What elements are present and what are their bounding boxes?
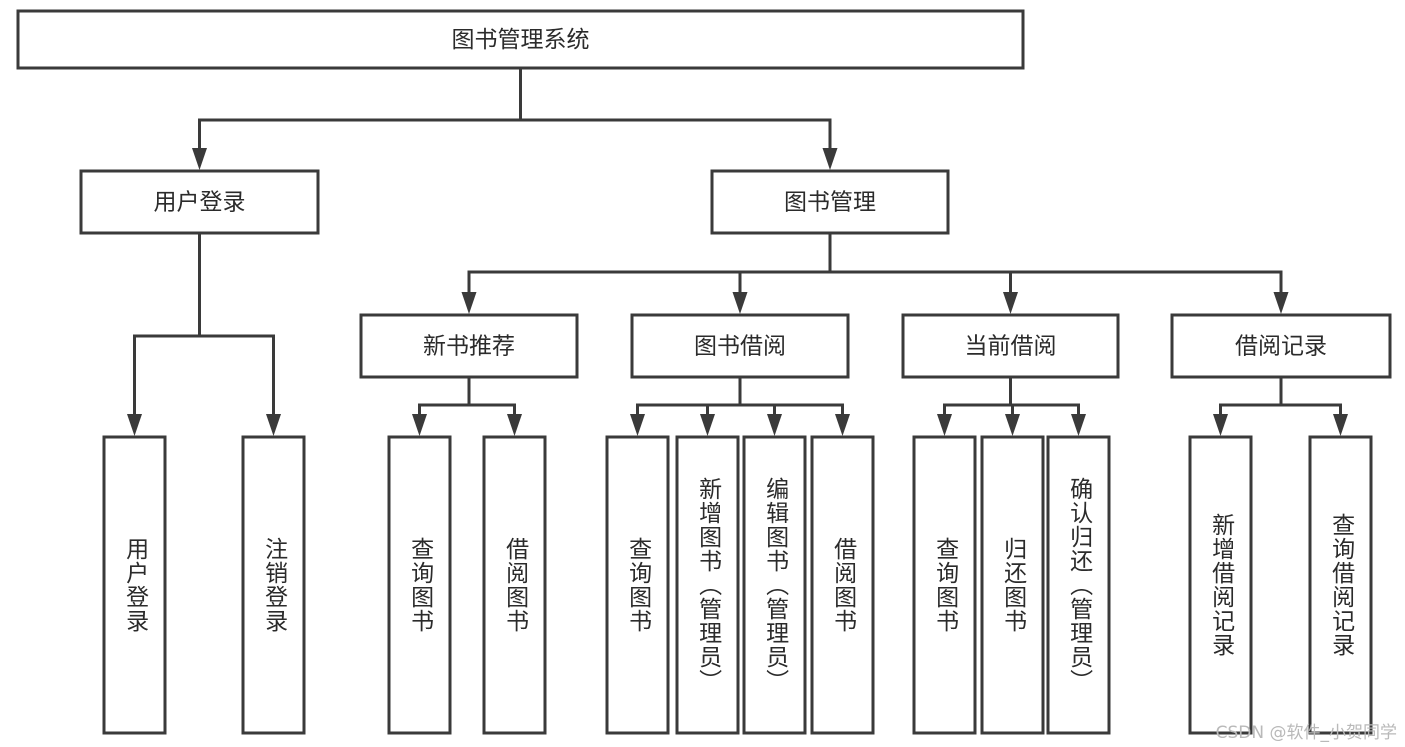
node-leaf-nb-borrow[interactable] [482, 435, 547, 735]
node-label: 借阅记录 [1235, 334, 1327, 360]
arrow-head-icon [1273, 292, 1289, 314]
node-box[interactable] [1170, 313, 1392, 379]
node-leaf-bb-borrow[interactable] [810, 435, 875, 735]
node-leaf-br-add[interactable] [1188, 435, 1253, 735]
arrow-head-icon [461, 292, 477, 314]
arrow-head-icon [822, 148, 838, 170]
node-box[interactable] [810, 435, 875, 735]
node-box[interactable] [1046, 435, 1111, 735]
connector-group-borrow_record [1213, 375, 1348, 436]
node-label: 当前借阅 [965, 334, 1057, 360]
node-box[interactable] [359, 313, 579, 379]
arrow-head-icon [1213, 414, 1228, 436]
arrow-head-icon [507, 414, 522, 436]
arrow-head-icon [1005, 414, 1020, 436]
arrow-head-icon [1003, 292, 1018, 314]
node-user-login[interactable]: 用户登录 [79, 169, 320, 235]
connector-group-root [192, 66, 838, 170]
connector-group-current_borrow [937, 375, 1086, 436]
arrow-head-icon [266, 414, 281, 436]
arrow-head-icon [1071, 414, 1086, 436]
arrow-head-icon [732, 292, 748, 314]
node-box[interactable] [710, 169, 950, 235]
node-box[interactable] [675, 435, 740, 735]
node-box[interactable] [630, 313, 850, 379]
node-book-borrow[interactable]: 图书借阅 [630, 313, 850, 379]
node-box[interactable] [1188, 435, 1253, 735]
node-box[interactable] [742, 435, 807, 735]
node-leaf-br-query[interactable] [1308, 435, 1373, 735]
node-box[interactable] [901, 313, 1120, 379]
node-box[interactable] [387, 435, 452, 735]
node-leaf-bb-add[interactable] [675, 435, 740, 735]
arrow-head-icon [192, 148, 207, 170]
node-box[interactable] [16, 9, 1025, 70]
node-box[interactable] [79, 169, 320, 235]
watermark: CSDN @软件_小贺同学 [1215, 723, 1397, 743]
node-leaf-nb-query[interactable] [387, 435, 452, 735]
node-label: 图书管理 [784, 190, 876, 216]
node-leaf-user-logout[interactable] [241, 435, 306, 735]
node-box[interactable] [1308, 435, 1373, 735]
arrow-head-icon [835, 414, 850, 436]
node-leaf-cb-return[interactable] [980, 435, 1045, 735]
node-box[interactable] [102, 435, 167, 735]
node-book-manage[interactable]: 图书管理 [710, 169, 950, 235]
connector-group-book_manage [461, 231, 1289, 314]
node-label: 新书推荐 [423, 334, 515, 360]
node-leaf-bb-edit[interactable] [742, 435, 807, 735]
arrow-head-icon [1333, 414, 1348, 436]
node-label: 用户登录 [154, 190, 246, 216]
node-new-book-rec[interactable]: 新书推荐 [359, 313, 579, 379]
node-label: 图书借阅 [694, 334, 786, 360]
node-box[interactable] [605, 435, 670, 735]
arrow-head-icon [127, 414, 142, 436]
arrow-head-icon [937, 414, 952, 436]
node-leaf-user-login[interactable] [102, 435, 167, 735]
node-leaf-cb-query[interactable] [912, 435, 977, 735]
arrow-head-icon [767, 414, 782, 436]
connector-group-new_book_rec [412, 375, 522, 436]
node-box[interactable] [482, 435, 547, 735]
arrow-head-icon [700, 414, 715, 436]
node-label: 图书管理系统 [452, 27, 590, 53]
node-leaf-bb-query[interactable] [605, 435, 670, 735]
node-borrow-record[interactable]: 借阅记录 [1170, 313, 1392, 379]
connector-group-user_login [127, 231, 281, 436]
node-box[interactable] [241, 435, 306, 735]
node-root[interactable]: 图书管理系统 [16, 9, 1025, 70]
node-leaf-cb-confirm[interactable] [1046, 435, 1111, 735]
node-box[interactable] [912, 435, 977, 735]
arrow-head-icon [412, 414, 427, 436]
node-box[interactable] [980, 435, 1045, 735]
arrow-head-icon [630, 414, 645, 436]
node-current-borrow[interactable]: 当前借阅 [901, 313, 1120, 379]
connector-group-book_borrow [630, 375, 850, 436]
